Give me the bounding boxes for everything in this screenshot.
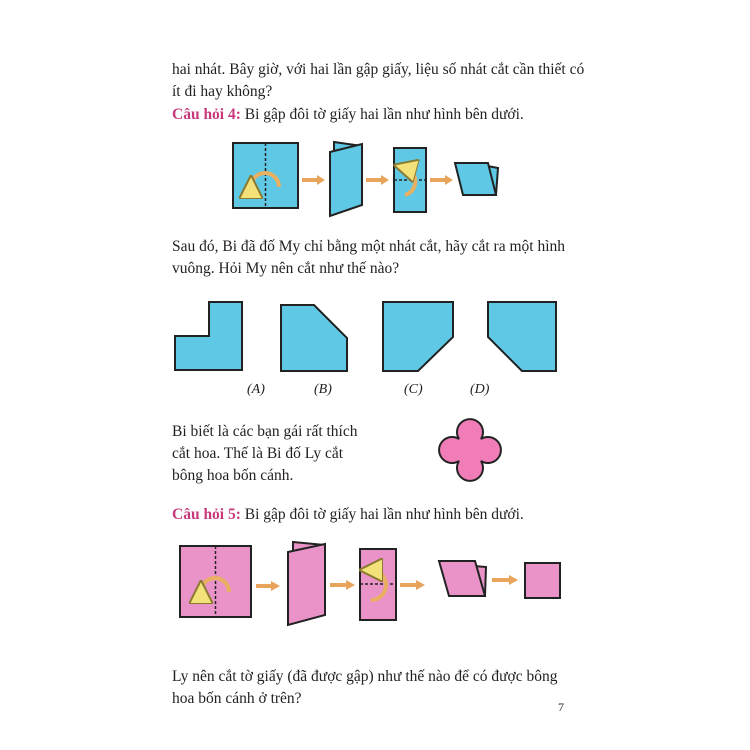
intro-line-1: hai nhát. Bây giờ, với hai lần gập giấy,… xyxy=(172,61,585,78)
flower-text-line-3: bông hoa bốn cánh. xyxy=(172,467,294,484)
fold-step-4-pink xyxy=(437,560,488,597)
question-5-label: Câu hỏi 5: xyxy=(172,506,241,523)
curved-fold-arrow-icon xyxy=(201,576,231,592)
curved-fold-arrow-icon xyxy=(251,171,281,187)
question-4: Câu hỏi 4: Bi gập đôi tờ giấy hai lần nh… xyxy=(172,104,524,126)
option-c-label: (C) xyxy=(404,382,423,397)
intro-line-2: ít đi hay không? xyxy=(172,83,273,100)
fold-step-4-blue xyxy=(453,162,500,196)
fold-step-5-pink xyxy=(524,562,561,599)
option-d-label: (D) xyxy=(470,382,490,397)
question-4-text: Bi gập đôi tờ giấy hai lần như hình bên … xyxy=(240,106,524,123)
q5-follow-line-2: hoa bốn cánh ở trên? xyxy=(172,690,302,707)
question-4-label: Câu hỏi 4: xyxy=(172,106,241,123)
q4-follow-line-1: Sau đó, Bi đã đố My chỉ bằng một nhát cắ… xyxy=(172,238,566,255)
option-c-shape[interactable] xyxy=(382,301,454,372)
option-a-label: (A) xyxy=(247,382,265,397)
question-5-text: Bi gập đôi tờ giấy hai lần như hình bên … xyxy=(240,506,524,523)
curved-fold-arrow-icon xyxy=(371,570,388,602)
curved-fold-arrow-icon xyxy=(405,168,415,197)
fold-step-2-blue xyxy=(329,140,363,218)
fold-step-3-blue xyxy=(394,147,427,213)
option-d-shape[interactable] xyxy=(487,301,557,372)
fold-step-2-pink xyxy=(287,540,326,627)
four-petal-flower xyxy=(438,418,502,482)
fold-step-1-blue xyxy=(232,142,299,209)
question-5: Câu hỏi 5: Bi gập đôi tờ giấy hai lần nh… xyxy=(172,504,524,526)
page-number: 7 xyxy=(558,700,564,714)
q4-follow-line-2: vuông. Hỏi My nên cắt như thế nào? xyxy=(172,260,400,277)
option-a-shape[interactable] xyxy=(174,301,243,371)
fold-step-1-pink xyxy=(179,545,252,618)
flower-text-line-2: cắt hoa. Thế là Bi đố Ly cắt xyxy=(172,445,344,462)
fold-step-3-pink xyxy=(360,548,397,621)
option-b-shape[interactable] xyxy=(280,304,348,372)
q5-follow-line-1: Ly nên cắt tờ giấy (đã được gập) như thế… xyxy=(172,668,558,685)
option-b-label: (B) xyxy=(314,382,332,397)
flower-text-line-1: Bi biết là các bạn gái rất thích xyxy=(172,423,358,440)
